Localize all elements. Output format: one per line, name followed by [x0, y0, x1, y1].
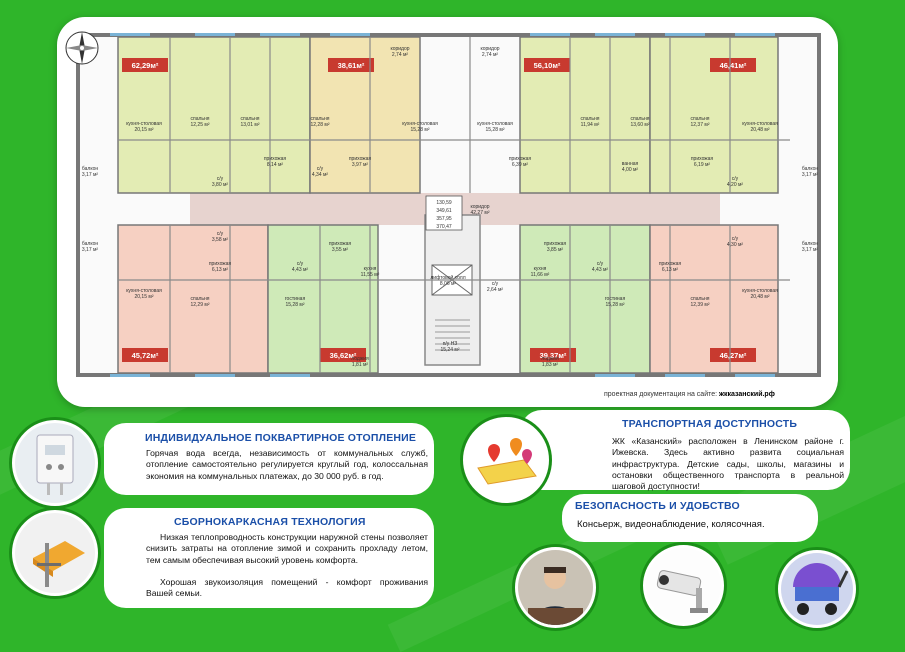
apartment-area: 46,41м²: [720, 61, 747, 70]
floor-plan: 62,29м² 38,61м² 56,10м² 46,41м² 45,72м² 36,62…: [76, 33, 821, 377]
summary-value-2: 349,61: [436, 208, 452, 214]
apartment-area: 62,29м²: [132, 61, 159, 70]
heating-title: ИНДИВИДУАЛЬНОЕ ПОКВАРТИРНОЕ ОТОПЛЕНИЕ: [145, 432, 417, 444]
frame-text-2: Хорошая звукоизоляция помещений - комфор…: [146, 577, 428, 599]
map-pins-icon: [463, 417, 549, 503]
summary-value-3: 357,95: [436, 216, 452, 222]
apartment-area-tag: [122, 58, 168, 72]
center-summary-box: [425, 195, 463, 231]
apartment-area-tag: [122, 348, 168, 362]
apartment-area-tag: [530, 348, 576, 362]
apartment-area-tag: [328, 58, 374, 72]
summary-value-1: 130,59: [436, 200, 452, 206]
apartment-area-tag: [710, 348, 756, 362]
transport-title: ТРАНСПОРТНАЯ ДОСТУПНОСТЬ: [622, 418, 798, 430]
transport-text: ЖК «Казанский» расположен в Ленинском ра…: [612, 436, 844, 492]
security-title: БЕЗОПАСНОСТЬ И УДОБСТВО: [575, 500, 740, 512]
heating-bubble: [104, 423, 434, 495]
apartment-area: 39,37м²: [540, 351, 567, 360]
stroller-icon: [778, 550, 856, 628]
apartment-area: 36,62м²: [330, 351, 357, 360]
frame-text-1: Низкая теплопроводность конструкции нару…: [146, 532, 428, 565]
apartment-area: 46,27м²: [720, 351, 747, 360]
heating-text: Горячая вода всегда, независимость от ко…: [146, 448, 428, 481]
boiler-icon: [12, 420, 98, 506]
camera-icon: [643, 545, 724, 626]
doc-note: проектная документация на сайте: жкказан…: [604, 391, 775, 398]
apartment-area-tag: [320, 348, 366, 362]
frame-title: СБОРНОКАРКАСНАЯ ТЕХНОЛОГИЯ: [174, 516, 366, 528]
apartment-area-tag: [524, 58, 570, 72]
transport-bubble: [520, 410, 850, 490]
wall-layers-icon: [12, 510, 98, 596]
compass-icon: [65, 31, 99, 65]
frame-bubble: [104, 508, 434, 608]
security-text: Консьерж, видеонаблюдение, колясочная.: [577, 519, 765, 530]
apartment-area: 38,61м²: [338, 61, 365, 70]
apartment-area: 45,72м²: [132, 351, 159, 360]
apartment-area-tag: [710, 58, 756, 72]
concierge-icon: [515, 547, 596, 628]
security-bubble: [562, 494, 818, 542]
summary-value-4: 370,47: [436, 224, 452, 230]
apartment-area: 56,10м²: [534, 61, 561, 70]
doc-site-link[interactable]: жкказанский.рф: [719, 391, 775, 398]
doc-note-text: проектная документация на сайте:: [604, 391, 718, 398]
